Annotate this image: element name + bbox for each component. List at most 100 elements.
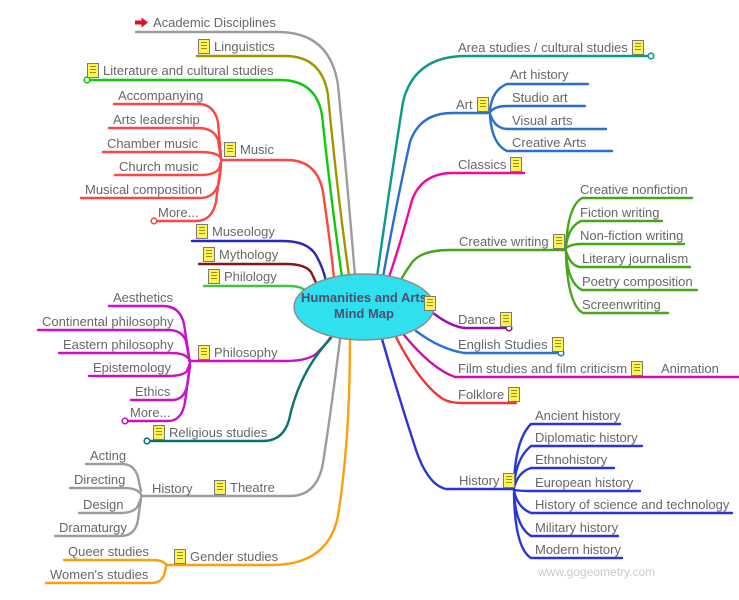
node-label: Creative Arts [512,135,587,150]
node-label: Church music [119,159,199,174]
note-icon[interactable] [153,425,165,440]
node-philology[interactable]: Philology [208,269,277,284]
node-fiction-writing[interactable]: Fiction writing [580,205,659,220]
node-label: Literary journalism [582,251,689,266]
node-dramaturgy[interactable]: Dramaturgy [59,520,127,535]
node-english-studies[interactable]: English Studies [458,337,564,352]
node-directing[interactable]: Directing [74,472,125,487]
node-dance[interactable]: Dance [458,312,512,327]
node-acting[interactable]: Acting [90,448,126,463]
note-icon[interactable] [551,337,564,352]
node-animation[interactable]: Animation [661,361,719,376]
note-icon[interactable] [499,312,512,327]
node-continental-philosophy[interactable]: Continental philosophy [42,314,174,329]
node-academic-disciplines[interactable]: Academic Disciplines [135,15,276,30]
node-ethics[interactable]: Ethics [135,384,170,399]
node-literature-cultural-studies[interactable]: Literature and cultural studies [87,63,274,78]
node-visual-arts[interactable]: Visual arts [512,113,572,128]
node-label: Ethics [135,384,171,399]
note-icon[interactable] [424,296,436,311]
node-label: Queer studies [68,544,149,559]
note-icon[interactable] [196,224,208,239]
node-history[interactable]: History [459,473,516,488]
node-eastern-philosophy[interactable]: Eastern philosophy [63,337,174,352]
node-european-history[interactable]: European history [535,475,633,490]
node-ethnohistory[interactable]: Ethnohistory [535,452,607,467]
node-creative-arts[interactable]: Creative Arts [512,135,586,150]
node-theatre-history[interactable]: History [152,481,192,496]
node-museology[interactable]: Museology [196,224,275,239]
note-icon[interactable] [552,234,565,249]
node-label: History [152,481,193,496]
note-icon[interactable] [87,63,99,78]
node-womens-studies[interactable]: Women's studies [50,567,148,582]
note-icon[interactable] [631,361,644,376]
note-icon[interactable] [174,549,186,564]
branch-line-literature [86,78,344,279]
node-linguistics[interactable]: Linguistics [198,39,275,54]
note-icon[interactable] [476,97,489,112]
node-musical-composition[interactable]: Musical composition [85,182,202,197]
node-label: Women's studies [50,567,149,582]
node-ancient-history[interactable]: Ancient history [535,408,620,423]
node-epistemology[interactable]: Epistemology [93,360,171,375]
node-creative-writing[interactable]: Creative writing [459,234,565,249]
node-poetry-composition[interactable]: Poetry composition [582,274,693,289]
node-history-science-tech[interactable]: History of science and technology [535,497,729,512]
note-icon[interactable] [631,40,644,55]
node-design[interactable]: Design [83,497,123,512]
node-art-history[interactable]: Art history [510,67,569,82]
node-queer-studies[interactable]: Queer studies [68,544,149,559]
node-church-music[interactable]: Church music [119,159,198,174]
node-classics[interactable]: Classics [458,157,523,172]
node-chamber-music[interactable]: Chamber music [107,136,198,151]
node-military-history[interactable]: Military history [535,520,618,535]
node-label: Art history [510,67,569,82]
note-icon[interactable] [203,247,215,262]
node-philosophy-more[interactable]: More... [130,405,170,420]
note-icon[interactable] [198,39,210,54]
node-label: Studio art [512,90,568,105]
node-label: More... [130,405,171,420]
node-diplomatic-history[interactable]: Diplomatic history [535,430,638,445]
node-philosophy[interactable]: Philosophy [198,345,278,360]
node-studio-art[interactable]: Studio art [512,90,568,105]
node-modern-history[interactable]: Modern history [535,542,621,557]
node-arts-leadership[interactable]: Arts leadership [113,112,200,127]
node-area-studies[interactable]: Area studies / cultural studies [458,40,644,55]
node-creative-nonfiction[interactable]: Creative nonfiction [580,182,688,197]
branch-line-dramaturgy [53,497,143,538]
node-folklore[interactable]: Folklore [458,387,521,402]
node-art[interactable]: Art [456,97,489,112]
note-icon[interactable] [508,387,521,402]
node-aesthetics[interactable]: Aesthetics [113,290,173,305]
node-literary-journalism[interactable]: Literary journalism [582,251,688,266]
node-gender-studies[interactable]: Gender studies [174,549,278,564]
node-label: Ancient history [535,408,621,423]
note-icon[interactable] [208,269,220,284]
node-nonfiction-writing[interactable]: Non-fiction writing [580,228,683,243]
branch-line-mythology [197,262,319,287]
central-topic[interactable]: Humanities and Arts Mind Map [284,290,444,322]
note-icon[interactable] [503,473,516,488]
branch-line-dance [431,311,508,330]
branch-line-epistemology [87,361,192,378]
node-theatre[interactable]: Theatre [214,480,275,495]
branch-line-theatre [139,337,342,498]
note-icon[interactable] [214,480,226,495]
node-religious-studies[interactable]: Religious studies [153,425,267,440]
node-music-more[interactable]: More... [158,205,198,220]
branch-end-dot-literature [83,76,91,84]
node-music[interactable]: Music [224,142,274,157]
node-label: Classics [458,157,507,172]
node-mythology[interactable]: Mythology [203,247,278,262]
note-icon[interactable] [510,157,523,172]
node-accompanying[interactable]: Accompanying [118,88,203,103]
node-label: Gender studies [190,549,279,564]
node-screenwriting[interactable]: Screenwriting [582,297,661,312]
branch-line-acting [84,462,143,493]
note-icon[interactable] [198,345,210,360]
node-film-studies[interactable]: Film studies and film criticism [458,361,644,376]
note-icon[interactable] [224,142,236,157]
